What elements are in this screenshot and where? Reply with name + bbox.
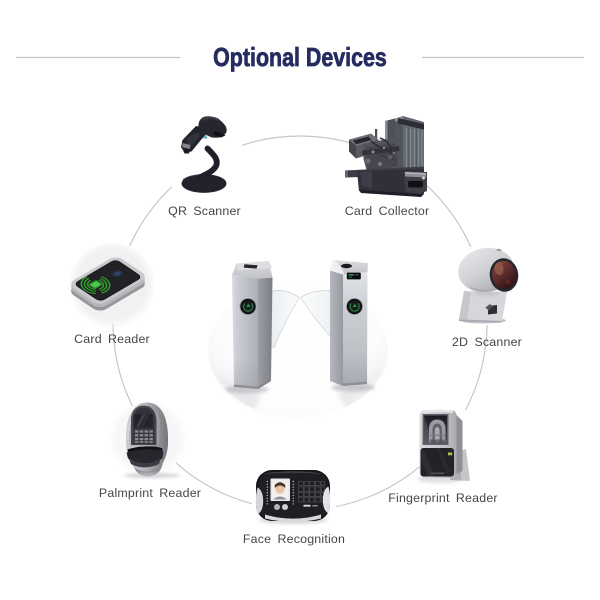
svg-text:Optional Devices: Optional Devices	[213, 43, 387, 71]
svg-text:Palmprint Reader: Palmprint Reader	[99, 486, 201, 500]
svg-text:Card Collector: Card Collector	[345, 204, 430, 218]
svg-text:Card Reader: Card Reader	[74, 332, 150, 346]
svg-text:Face Recognition: Face Recognition	[243, 532, 345, 546]
svg-text:QR Scanner: QR Scanner	[168, 204, 241, 218]
svg-text:Fingerprint Reader: Fingerprint Reader	[388, 491, 498, 505]
svg-text:2D Scanner: 2D Scanner	[452, 335, 522, 349]
